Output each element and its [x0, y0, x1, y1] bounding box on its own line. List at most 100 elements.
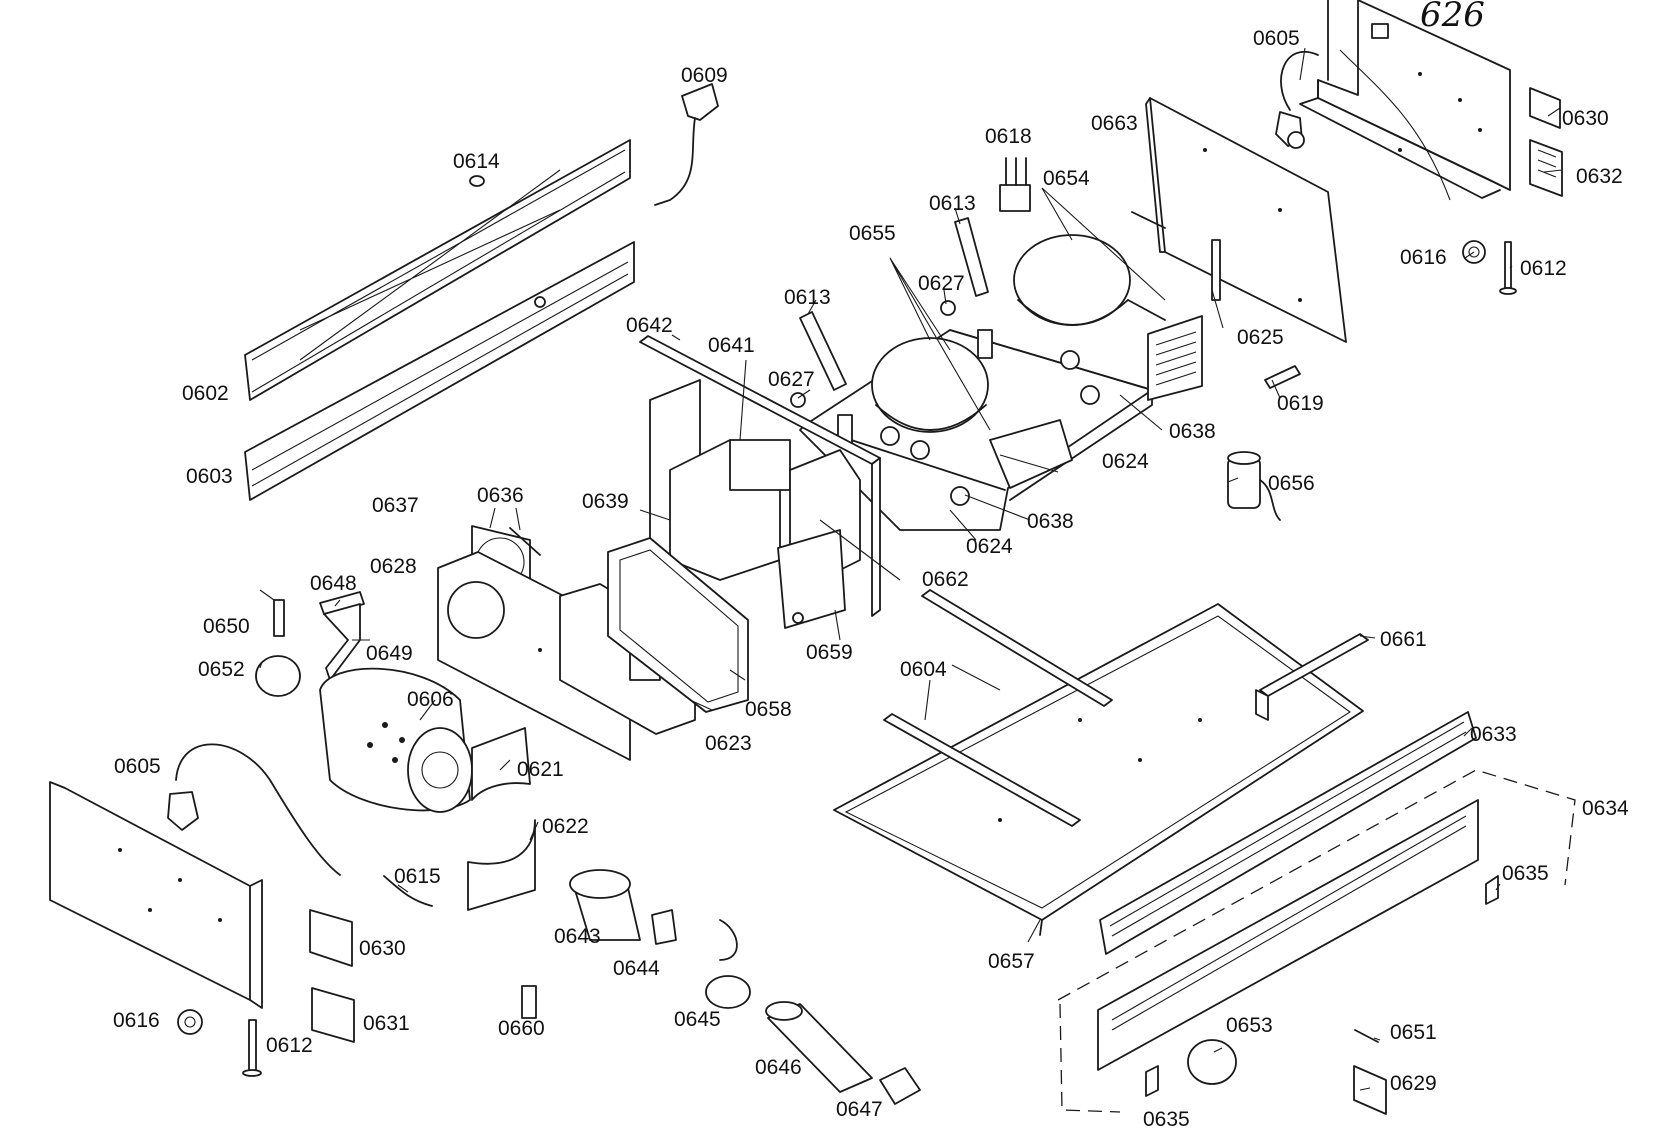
condenser-0638: [1147, 315, 1203, 401]
part-label: 0655: [849, 222, 896, 245]
part-label: 0624: [966, 535, 1013, 558]
part-label: 0659: [806, 641, 853, 664]
part-label: 0653: [1226, 1014, 1273, 1037]
part-drawings: [49, 0, 1576, 1115]
part-label: 0616: [113, 1009, 160, 1032]
rail-0642: [639, 335, 881, 617]
part-label: 0646: [755, 1056, 802, 1079]
part-label: 0618: [985, 125, 1032, 148]
kick-plate-dashed-outline: [1057, 769, 1576, 1113]
transformer-0659: [777, 529, 846, 629]
power-cord-0609: [654, 83, 719, 206]
part-label: 0631: [363, 1012, 410, 1035]
side-panel-bottom-left: [49, 781, 263, 1009]
part-label: 0623: [705, 732, 752, 755]
terminal-0648: [319, 591, 365, 615]
rear-panel-top-right: [1299, 0, 1511, 201]
handwritten-note: 626: [1420, 0, 1485, 35]
part-label: 0641: [708, 334, 755, 357]
compressor-0654: [1013, 234, 1166, 326]
part-label: 0651: [1390, 1021, 1437, 1044]
part-label: 0621: [517, 758, 564, 781]
bracket-0632-top: [1529, 139, 1563, 197]
kick-plate-0634: [1097, 799, 1479, 1071]
part-label: 0661: [1380, 628, 1427, 651]
part-label: 0624: [1102, 450, 1149, 473]
part-label: 0654: [1043, 167, 1090, 190]
part-label: 0630: [1562, 107, 1609, 130]
part-label: 0605: [1253, 27, 1300, 50]
bolt-0612-bottom: [242, 1019, 262, 1077]
bracket-0631: [311, 987, 355, 1043]
part-label: 0648: [310, 572, 357, 595]
motor-0652: [255, 655, 301, 697]
part-label: 0632: [1576, 165, 1623, 188]
part-label: 0638: [1027, 510, 1074, 533]
part-label: 0635: [1502, 862, 1549, 885]
hose-0613-upper: [954, 217, 989, 297]
part-label: 0619: [1277, 392, 1324, 415]
kick-plate-0633: [1099, 711, 1477, 955]
rail-0602: [244, 139, 631, 401]
shroud-0621: [471, 727, 531, 801]
part-label: 0613: [784, 286, 831, 309]
bracket-0629: [1353, 1065, 1387, 1115]
filter-0646: [765, 1001, 873, 1093]
part-label: 0634: [1582, 797, 1629, 820]
bracket-0630-top: [1529, 87, 1561, 129]
part-label: 0656: [1268, 472, 1315, 495]
part-label: 0663: [1091, 112, 1138, 135]
part-label: 0604: [900, 658, 947, 681]
part-label: 0647: [836, 1098, 883, 1121]
part-label: 0614: [453, 150, 500, 173]
part-label: 0612: [1520, 257, 1567, 280]
part-label: 0658: [745, 698, 792, 721]
part-label: 0616: [1400, 246, 1447, 269]
part-label: 0660: [498, 1017, 545, 1040]
part-label: 0629: [1390, 1072, 1437, 1095]
part-label: 0615: [394, 865, 441, 888]
part-label: 0638: [1169, 420, 1216, 443]
part-label: 0636: [477, 484, 524, 507]
caster-0616-top: [1462, 240, 1486, 264]
part-label: 0637: [372, 494, 419, 517]
part-label: 0642: [626, 314, 673, 337]
cap-0647: [879, 1067, 921, 1105]
part-label: 0644: [613, 957, 660, 980]
part-label: 0605: [114, 755, 161, 778]
part-label: 0643: [554, 925, 601, 948]
part-label: 0606: [407, 688, 454, 711]
part-label: 0650: [203, 615, 250, 638]
part-label: 0603: [186, 465, 233, 488]
clip-0635-right: [1485, 875, 1499, 905]
fitting-0660: [521, 985, 537, 1019]
power-cord-0605-bottom: [167, 743, 341, 876]
clip-0635-bottom: [1145, 1065, 1159, 1097]
shroud-0636: [509, 527, 541, 556]
leader-lines: [259, 47, 1563, 1091]
wire-0615: [383, 875, 433, 907]
frame-0658: [607, 537, 749, 713]
base-tray-0657: [833, 603, 1364, 936]
part-label: 0627: [918, 272, 965, 295]
part-label: 0649: [366, 642, 413, 665]
part-label: 0602: [182, 382, 229, 405]
bracket-0649: [323, 603, 361, 681]
plug-0614: [469, 175, 485, 187]
part-label: 0635: [1143, 1108, 1190, 1131]
part-label: 0625: [1237, 326, 1284, 349]
bracket-0630-bottom: [309, 909, 353, 967]
part-label: 0609: [681, 64, 728, 87]
strip-0604-lower: [883, 713, 1081, 827]
part-label: 0613: [929, 192, 976, 215]
part-label: 0633: [1470, 723, 1517, 746]
connector-0619: [1264, 365, 1301, 389]
part-label: 0622: [542, 815, 589, 838]
mount-0650: [273, 599, 285, 637]
valve-0644: [651, 909, 677, 945]
part-labels: 0605 0609 0614 0618 0663 0630 0632 0654 …: [113, 27, 1629, 1131]
panel-0663: [1131, 97, 1347, 343]
power-cord-0605-top: [1275, 50, 1319, 149]
part-label: 0652: [198, 658, 245, 681]
drier-0625: [1211, 239, 1221, 301]
